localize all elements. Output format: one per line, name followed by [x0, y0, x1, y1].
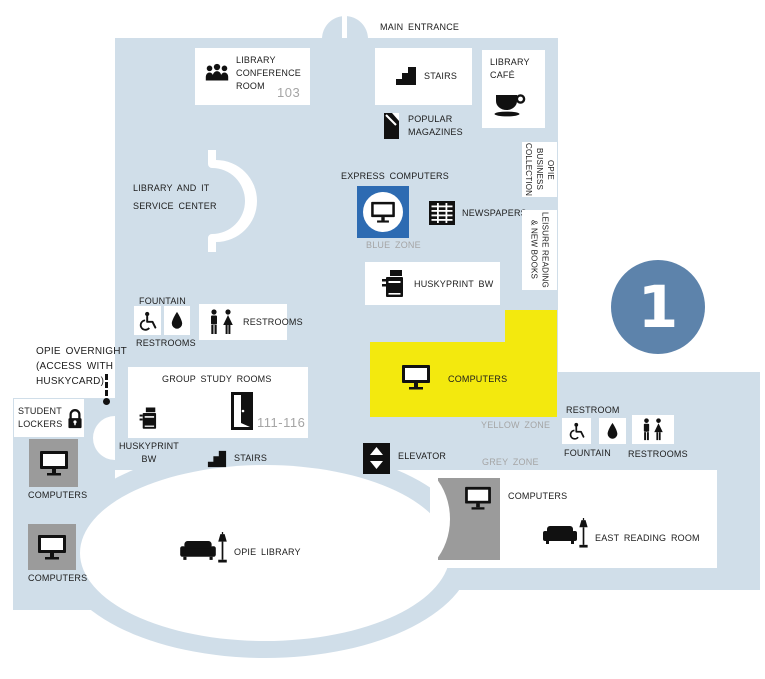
newspaper-icon: [428, 200, 456, 226]
woman-icon-east: [653, 418, 664, 441]
library-cafe-label: LIBRARY CAFÉ: [490, 57, 530, 80]
man-icon-east: [642, 418, 651, 441]
it-service-center-label: LIBRARY AND IT SERVICE CENTER: [133, 183, 217, 211]
floor-number: 1: [637, 273, 679, 341]
padlock-icon: [66, 408, 84, 429]
floor-number-badge: 1: [611, 260, 705, 354]
stairs-upper-room: [375, 48, 472, 105]
student-lockers-room: STUDENT LOCKERS: [14, 399, 84, 437]
accessible-restroom-west: [134, 306, 161, 335]
restrooms-west-room: RESTROOMS: [199, 304, 303, 340]
doorway-arc: [93, 416, 115, 460]
computers-west-box-1: [29, 439, 78, 487]
yellow-zone-notch: [505, 310, 557, 344]
restrooms-west-sub-label: RESTROOMS: [136, 338, 196, 348]
stairs-lower-icon: [206, 449, 228, 469]
monitor-icon-yellow: [401, 364, 431, 390]
droplet-icon-east: [606, 422, 619, 440]
fountain-east-label: FOUNTAIN: [564, 448, 611, 458]
huskyprint-upper-label: HUSKYPRINT BW: [414, 279, 494, 289]
woman-icon: [222, 309, 234, 335]
wheelchair-icon: [139, 311, 157, 331]
stairs-upper-label: STAIRS: [424, 71, 458, 81]
main-entrance-label: MAIN ENTRANCE: [380, 22, 460, 32]
fountain-west-box: [164, 306, 190, 335]
yellow-zone-shape: [370, 342, 557, 417]
couch-icon-east: [543, 525, 577, 546]
computers-yellow-label: COMPUTERS: [448, 374, 508, 384]
leisure-reading-new-books: LEISURE READING & NEW BOOKS: [522, 210, 557, 290]
huskyprint-lower-label: HUSKYPRINT BW: [118, 441, 179, 464]
opie-business-collection-label: OPIE BUSINESS COLLECTION: [524, 142, 555, 197]
blue-zone-label: BLUE ZONE: [366, 240, 421, 250]
printer-icon: [380, 268, 408, 300]
restrooms-east-label: RESTROOMS: [628, 449, 688, 459]
newspapers-label: NEWSPAPERS: [462, 208, 527, 218]
computers-grey-label: COMPUTERS: [508, 491, 568, 501]
student-lockers-label: STUDENT LOCKERS: [18, 406, 63, 429]
service-desk-shape: [206, 148, 262, 254]
blue-zone-square: [357, 186, 409, 238]
east-reading-room: COMPUTERS EAST READING ROOM: [430, 470, 717, 568]
elevator-icon: [363, 443, 390, 474]
pointer-dot: [103, 398, 110, 405]
yellow-zone-label: YELLOW ZONE: [481, 420, 551, 430]
restrooms-west-label: RESTROOMS: [243, 317, 303, 327]
printer-icon-small: [138, 405, 160, 432]
grey-zone-curve: [430, 470, 450, 568]
opie-overnight-label: OPIE OVERNIGHT (ACCESS WITH HUSKYCARD): [36, 346, 127, 387]
huskyprint-lower-room: [130, 402, 168, 435]
coffee-cup-icon: [492, 92, 530, 118]
pointer-dashed-line: [103, 372, 110, 406]
restrooms-east-room: [632, 415, 674, 444]
computers-west-box-2: [28, 524, 76, 570]
popular-magazines-label: POPULAR MAGAZINES: [408, 114, 463, 137]
opie-library-label: OPIE LIBRARY: [234, 547, 301, 557]
stairs-lower-label: STAIRS: [234, 453, 268, 463]
group-study-room-numbers: 111-116: [257, 415, 306, 430]
magazine-icon: [383, 112, 401, 140]
monitor-icon-west-1: [39, 450, 69, 476]
computers-west-label-1: COMPUTERS: [28, 490, 88, 500]
wheelchair-icon-east: [569, 422, 585, 440]
conference-room-label: LIBRARY CONFERENCE ROOM: [236, 55, 302, 91]
opie-library-oval-interior: [80, 465, 450, 641]
conference-room-number: 103: [277, 85, 301, 100]
couch-icon-opie: [180, 540, 216, 562]
restroom-east-label: RESTROOM: [566, 405, 620, 415]
man-icon: [209, 309, 219, 335]
droplet-icon: [170, 311, 184, 330]
leisure-reading-label: LEISURE READING & NEW BOOKS: [529, 212, 550, 288]
opie-business-collection: OPIE BUSINESS COLLECTION: [522, 142, 557, 197]
fountain-east-box: [599, 418, 626, 444]
monitor-icon-west-2: [37, 534, 67, 560]
computers-west-label-2: COMPUTERS: [28, 573, 88, 583]
grey-zone-label: GREY ZONE: [482, 457, 539, 467]
monitor-icon: [370, 201, 396, 223]
group-study-rooms-label: GROUP STUDY ROOMS: [162, 374, 272, 384]
elevator-label: ELEVATOR: [398, 451, 447, 461]
people-group-icon: [203, 62, 231, 84]
lamp-icon-east: [577, 518, 590, 549]
lamp-icon-opie: [216, 532, 229, 564]
monitor-icon-grey-zone: [464, 486, 492, 510]
accessible-restroom-east: [562, 418, 591, 444]
stairs-icon: [394, 63, 418, 87]
express-computers-label: EXPRESS COMPUTERS: [341, 171, 449, 181]
fountain-west-label: FOUNTAIN: [139, 296, 186, 306]
east-reading-room-label: EAST READING ROOM: [595, 533, 700, 543]
blue-zone-circle: [363, 192, 403, 232]
door-icon: [231, 392, 253, 430]
entrance-door-slot: [342, 16, 347, 39]
